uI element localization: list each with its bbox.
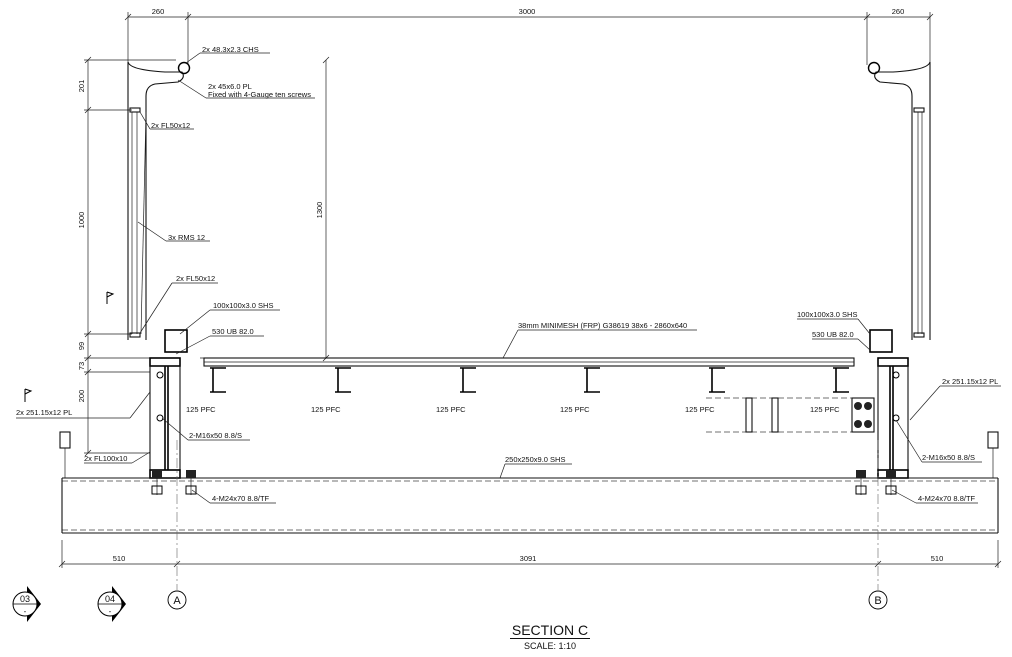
label-shs-left: 100x100x3.0 SHS <box>213 301 273 310</box>
label-pl251-left: 2x 251.15x12 PL <box>16 408 72 417</box>
left-end-clamp <box>59 431 71 478</box>
label-fl50-low: 2x FL50x12 <box>176 274 215 283</box>
annotation-leaders <box>16 52 1001 504</box>
dim-bottom-left: 510 <box>113 554 126 563</box>
section-scale: SCALE: 1:10 <box>523 641 577 651</box>
bottom-dimension-line <box>58 540 1002 568</box>
label-shs250: 250x250x9.0 SHS <box>505 455 565 464</box>
dim-top-right: 260 <box>892 7 905 16</box>
level-flag-icon-2 <box>24 388 33 402</box>
right-chs-rail <box>867 61 881 75</box>
pfc-channels <box>210 367 849 393</box>
right-balustrade <box>874 61 931 340</box>
label-pfc-3: 125 PFC <box>436 405 466 414</box>
left-base-bolts <box>151 470 197 495</box>
mesh-deck <box>203 357 855 367</box>
dim-top-mid: 3000 <box>519 7 536 16</box>
label-mesh: 38mm MINIMESH (FRP) G38619 38x6 - 2860x6… <box>518 321 687 330</box>
label-ub-right: 530 UB 82.0 <box>812 330 854 339</box>
dim-bottom-right: 510 <box>931 554 944 563</box>
label-pfc-5: 125 PFC <box>685 405 715 414</box>
dim-bottom-mid: 3091 <box>520 554 537 563</box>
dim-left-99: 99 <box>77 342 86 350</box>
end-connection-detail <box>706 397 875 433</box>
left-chs-rail <box>177 61 191 75</box>
label-m16-left: 2-M16x50 8.8/S <box>189 431 242 440</box>
grid-bubble-a <box>167 590 187 610</box>
label-pl45-note: Fixed with 4-Gauge ten screws <box>208 90 311 99</box>
right-ub-beam <box>877 357 909 479</box>
dim-inner-1300: 1300 <box>315 202 324 219</box>
dim-left-201: 201 <box>77 80 86 93</box>
title-block: SECTION C SCALE: 1:10 <box>470 622 630 651</box>
label-shs-right: 100x100x3.0 SHS <box>797 310 857 319</box>
left-shs <box>164 329 188 353</box>
label-pl251-right: 2x 251.15x12 PL <box>942 377 998 386</box>
section-marker-04-num: 04 <box>105 594 115 604</box>
grid-label-b: B <box>874 595 881 607</box>
dim-top-left: 260 <box>152 7 165 16</box>
dim-left-1000: 1000 <box>77 212 86 229</box>
right-shs <box>869 329 893 353</box>
dim-left-73: 73 <box>77 362 86 370</box>
section-marker-04: 04 - <box>97 586 126 622</box>
label-chs: 2x 48.3x2.3 CHS <box>202 45 259 54</box>
inner-dimension-line <box>200 56 330 362</box>
dim-left-200: 200 <box>77 390 86 403</box>
top-dimension-line <box>124 12 934 65</box>
section-marker-03-sub: - <box>24 607 27 616</box>
label-fl100: 2x FL100x10 <box>84 454 127 463</box>
label-pfc-1: 125 PFC <box>186 405 216 414</box>
label-pfc-6: 125 PFC <box>810 405 840 414</box>
grid-label-a: A <box>173 595 181 607</box>
main-shs-beam <box>61 477 999 534</box>
section-marker-03-num: 03 <box>20 594 30 604</box>
label-fl50-top: 2x FL50x12 <box>151 121 190 130</box>
section-marker-03: 03 - <box>12 586 41 622</box>
left-ub-beam <box>149 357 181 479</box>
section-marker-04-sub: - <box>109 607 112 616</box>
label-m16-right: 2-M16x50 8.8/S <box>922 453 975 462</box>
right-base-bolts <box>855 470 897 495</box>
label-m24-left: 4-M24x70 8.8/TF <box>212 494 270 503</box>
level-flag-icon <box>106 291 115 304</box>
label-pfc-4: 125 PFC <box>560 405 590 414</box>
label-pfc-2: 125 PFC <box>311 405 341 414</box>
label-rms: 3x RMS 12 <box>168 233 205 242</box>
label-ub-left: 530 UB 82.0 <box>212 327 254 336</box>
grid-bubble-b <box>868 590 888 610</box>
left-dimension-line <box>84 56 176 457</box>
label-pl45: 2x 45x6.0 PL <box>208 82 252 91</box>
right-end-clamp <box>987 431 999 478</box>
section-title: SECTION C <box>509 622 591 639</box>
left-balustrade <box>127 61 184 340</box>
label-m24-right: 4-M24x70 8.8/TF <box>918 494 976 503</box>
